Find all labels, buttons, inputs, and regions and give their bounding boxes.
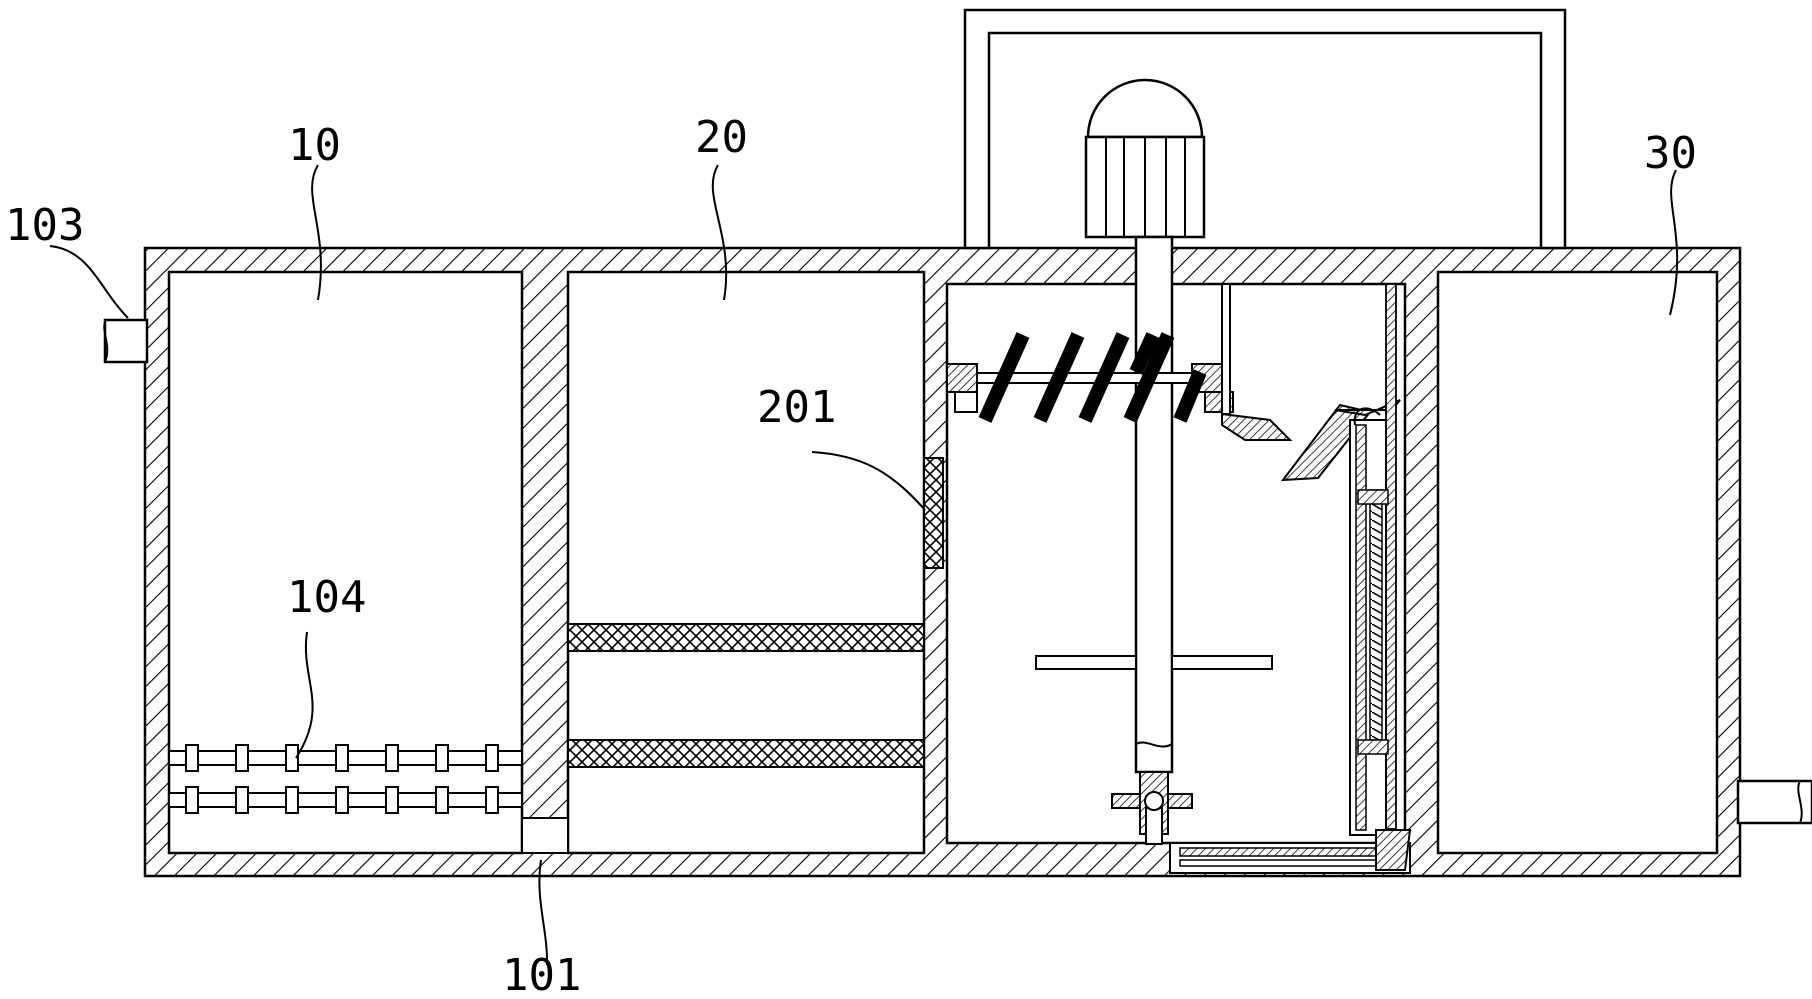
stirring-shaft <box>1134 235 1174 774</box>
motor-frame <box>963 8 1567 250</box>
motor-icon <box>1084 78 1206 239</box>
leader-lines <box>49 164 1679 966</box>
mixing-chamber <box>946 8 1567 874</box>
tank-20 <box>567 457 944 768</box>
filter-layer-upper <box>567 623 925 652</box>
reference-labels: 10 20 30 103 104 101 201 <box>5 112 1697 999</box>
label-tank-20: 20 <box>695 112 748 163</box>
lift-channel <box>1349 283 1397 836</box>
aeration-nozzle <box>485 744 499 772</box>
aeration-nozzle <box>485 786 499 814</box>
filter-layer-lower <box>567 739 925 768</box>
aeration-nozzle <box>435 786 449 814</box>
label-tank-10: 10 <box>288 120 341 171</box>
inlet-pipe <box>103 318 149 364</box>
label-passage-101: 101 <box>502 950 581 999</box>
connecting-passage <box>521 817 569 854</box>
tank-10 <box>103 318 569 854</box>
aeration-nozzle <box>235 786 249 814</box>
tank-30 <box>1736 779 1812 825</box>
rotary-screen <box>946 332 1234 423</box>
aeration-nozzle <box>385 786 399 814</box>
aeration-nozzle <box>285 744 299 772</box>
label-filter-201: 201 <box>757 382 836 433</box>
aeration-nozzle <box>335 744 349 772</box>
aeration-nozzle <box>185 786 199 814</box>
aeration-pipes <box>168 744 523 814</box>
label-tank-30: 30 <box>1644 128 1697 179</box>
label-aerator-104: 104 <box>287 572 366 623</box>
aeration-nozzle <box>385 744 399 772</box>
aeration-nozzle <box>285 786 299 814</box>
side-filter-screen <box>923 457 944 569</box>
aeration-nozzle <box>185 744 199 772</box>
bottom-coupling <box>1111 771 1193 845</box>
bottom-trough <box>1169 829 1412 874</box>
label-inlet-103: 103 <box>5 200 84 251</box>
aeration-nozzle <box>235 744 249 772</box>
stirring-blade-icon <box>1035 655 1273 670</box>
discharge-chute <box>1221 283 1401 482</box>
aeration-nozzle <box>335 786 349 814</box>
aeration-nozzle <box>435 744 449 772</box>
